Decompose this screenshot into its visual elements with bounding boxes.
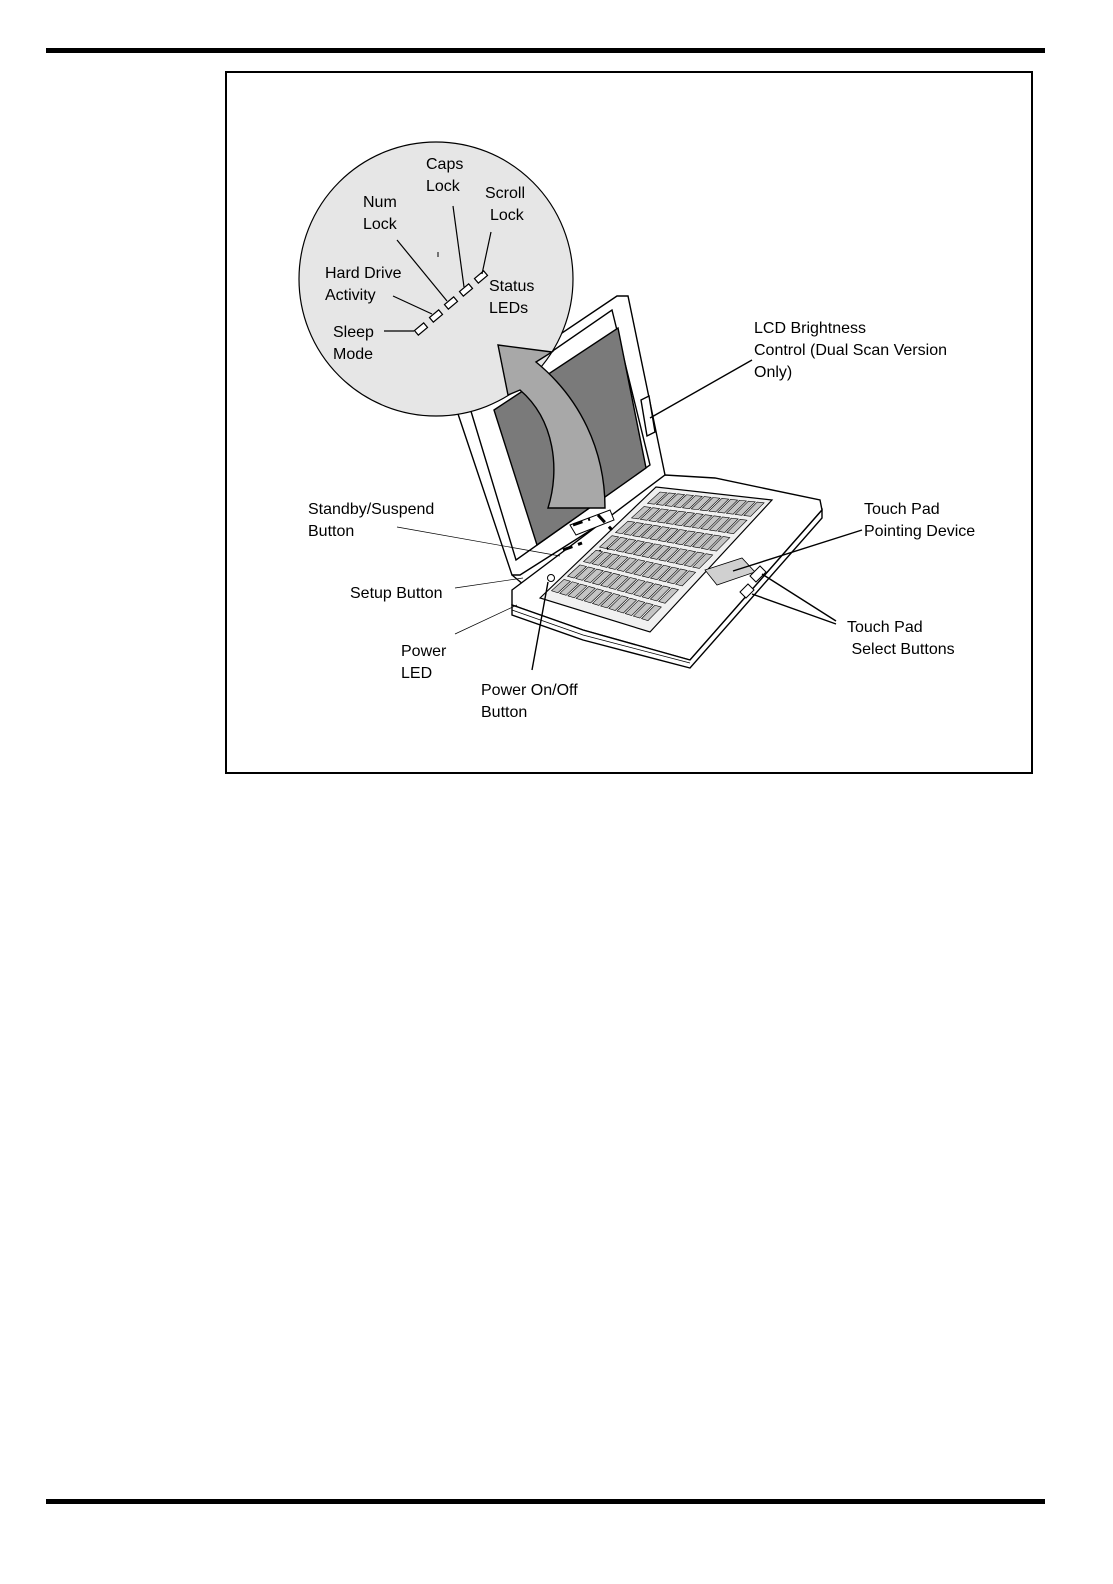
power-button bbox=[548, 575, 555, 582]
label-standby-suspend-button: Standby/Suspend Button bbox=[308, 501, 439, 540]
bottom-rule bbox=[46, 1499, 1045, 1504]
label-power-on-off-button: Power On/Off Button bbox=[481, 682, 582, 721]
label-lcd-brightness-control: LCD Brightness Control (Dual Scan Versio… bbox=[754, 320, 951, 381]
label-setup-button: Setup Button bbox=[350, 585, 443, 602]
label-touch-pad-pointing-device: Touch Pad Pointing Device bbox=[864, 501, 975, 540]
label-power-led: Power LED bbox=[401, 643, 451, 682]
